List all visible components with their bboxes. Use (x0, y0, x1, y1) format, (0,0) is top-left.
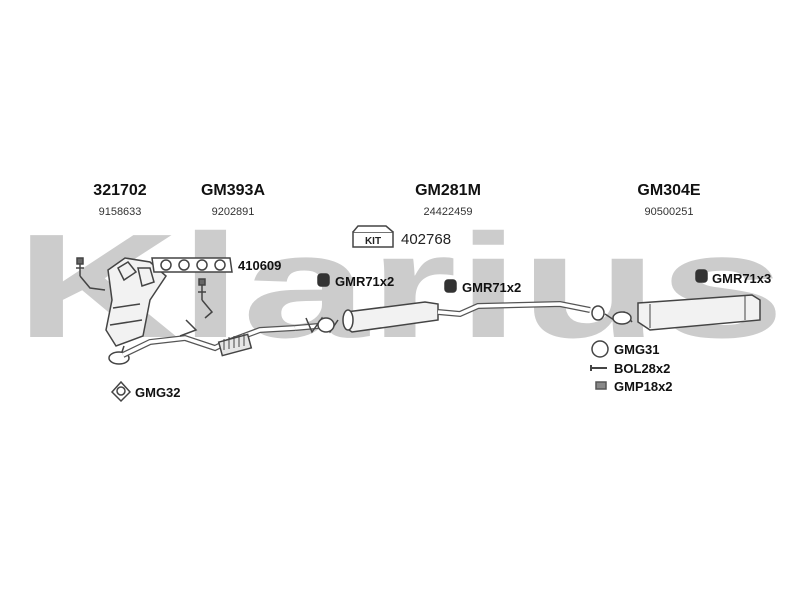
kit-badge: KIT (352, 225, 394, 248)
front-pipe-gm393a (121, 278, 296, 358)
gasket-label: 410609 (238, 258, 282, 273)
middle-silencer-gm281m (294, 300, 605, 334)
part-number-321702: 321702 (93, 182, 147, 199)
bolt-icon (590, 365, 607, 371)
part-number-gm393a: GM393A (200, 182, 266, 199)
manifold-gasket-410609 (151, 257, 233, 273)
catalytic-converter-321702 (76, 257, 167, 365)
bolt-label: BOL28x2 (614, 361, 671, 376)
ring-gmg32-icon (110, 380, 132, 403)
rubber-mount-icon (317, 269, 708, 293)
part-number-gm281m: GM281M (415, 182, 481, 199)
part-ref-gm281m: 24422459 (423, 206, 473, 218)
part-ref-gm304e: 90500251 (644, 206, 694, 218)
kit-number: 402768 (401, 231, 452, 248)
ring-gmg31-label: GMG31 (614, 342, 660, 357)
mount-label-1: GMR71x2 (335, 274, 395, 289)
kit-badge-text: KIT (365, 236, 381, 247)
mount-label-3: GMR71x3 (712, 271, 772, 286)
part-ref-321702: 9158633 (98, 206, 142, 218)
ring-gmg31-icon (591, 340, 609, 358)
ring-gmg32-label: GMG32 (135, 385, 181, 400)
rear-silencer-gm304e (604, 294, 761, 331)
part-number-gm304e: GM304E (637, 182, 701, 199)
clamp-icon (595, 381, 607, 390)
part-ref-gm393a: 9202891 (211, 206, 255, 218)
ring-gmg32-hole (116, 386, 126, 396)
mount-label-2: GMR71x2 (462, 280, 522, 295)
clamp-label: GMP18x2 (614, 379, 673, 394)
